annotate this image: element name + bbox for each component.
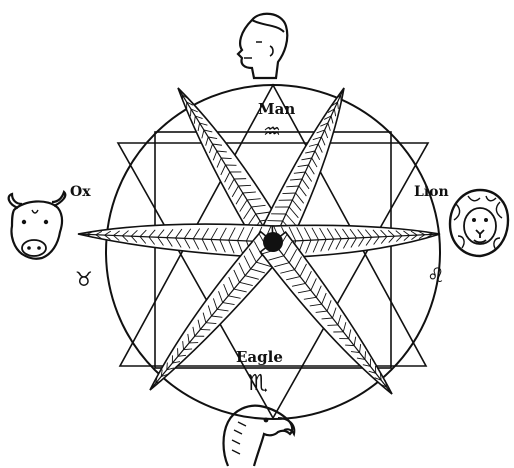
ox-label: Ox xyxy=(70,184,91,200)
man-head-icon xyxy=(238,14,287,78)
scorpio-symbol: ♏ xyxy=(248,371,268,396)
wing-lower-right xyxy=(260,232,392,394)
ox-head-icon xyxy=(9,192,66,259)
wing-center-hub xyxy=(263,232,283,252)
lion-label: Lion xyxy=(414,184,449,200)
eagle-head-icon xyxy=(224,406,295,466)
eagle-label: Eagle xyxy=(236,348,283,366)
aquarius-symbol: ♒ xyxy=(263,119,281,143)
leo-symbol: ♌ xyxy=(427,263,445,287)
taurus-symbol: ♉ xyxy=(75,267,93,291)
man-label: Man xyxy=(258,100,295,118)
lion-head-icon xyxy=(450,190,508,256)
